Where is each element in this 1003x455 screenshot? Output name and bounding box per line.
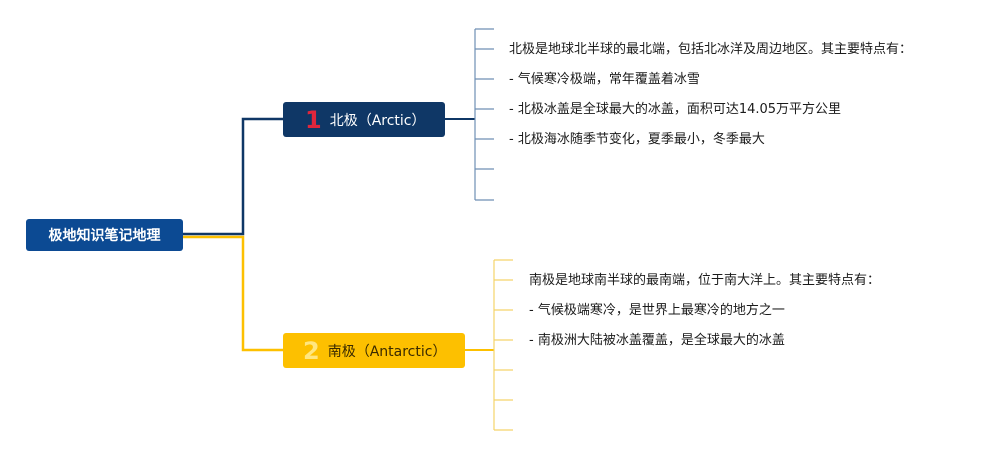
arctic-note-climate[interactable]: - 气候寒冷极端，常年覆盖着冰雪 — [509, 72, 700, 87]
root-topic-label: 极地知识笔记地理 — [48, 228, 161, 244]
antarctic-note-climate[interactable]: - 气候极端寒冷，是世界上最寒冷的地方之一 — [529, 303, 785, 318]
branch-node-arctic[interactable]: 1 北极（Arctic） — [283, 102, 445, 137]
arctic-note-icecap[interactable]: - 北极冰盖是全球最大的冰盖，面积可达14.05万平方公里 — [509, 102, 842, 117]
antarctic-note-intro[interactable]: 南极是地球南半球的最南端，位于南大洋上。其主要特点有： — [529, 273, 881, 288]
antarctic-note-icecap[interactable]: - 南极洲大陆被冰盖覆盖，是全球最大的冰盖 — [529, 333, 785, 348]
branch-node-antarctic[interactable]: 2 南极（Antarctic） — [283, 333, 465, 368]
root-topic-node[interactable]: 极地知识笔记地理 — [26, 219, 183, 251]
arctic-note-seaice[interactable]: - 北极海冰随季节变化，夏季最小，冬季最大 — [509, 132, 765, 147]
arctic-note-intro[interactable]: 北极是地球北半球的最北端，包括北冰洋及周边地区。其主要特点有： — [509, 42, 913, 57]
branch-number-1: 1 — [305, 105, 322, 134]
branch-number-2: 2 — [303, 336, 320, 365]
branch-label-antarctic: 南极（Antarctic） — [327, 343, 447, 360]
north-notes-bracket — [474, 28, 494, 201]
root-north-connector — [183, 117, 283, 236]
south-notes-bracket — [493, 259, 513, 431]
root-south-connector — [183, 235, 283, 352]
branch-label-arctic: 北极（Arctic） — [329, 112, 426, 129]
